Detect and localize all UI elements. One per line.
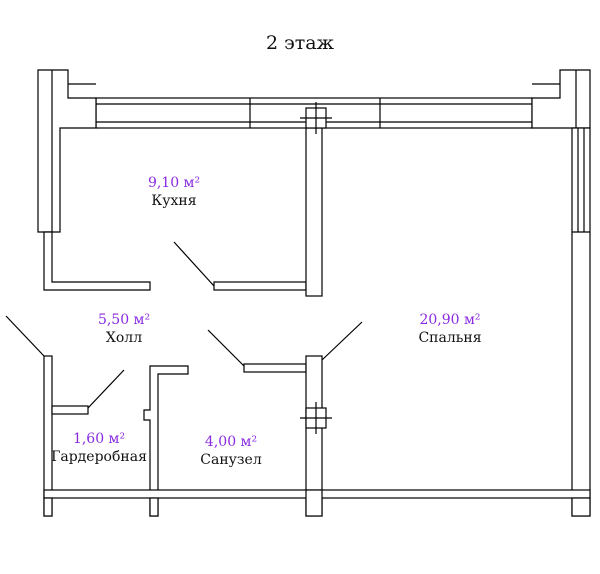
right-wall — [571, 127, 591, 517]
room-kitchen-area: 9,10 м² — [147, 175, 201, 191]
room-bedroom-name: Спальня — [418, 330, 482, 346]
bottom-wall — [43, 489, 591, 517]
room-hall-area: 5,50 м² — [97, 312, 151, 328]
room-bedroom-area: 20,90 м² — [419, 312, 481, 328]
vent-symbol-bottom — [300, 402, 332, 434]
room-kitchen-label: 9,10 м² Кухня — [148, 174, 200, 210]
room-hall-name: Холл — [105, 330, 143, 346]
room-hall-label: 5,50 м² Холл — [98, 311, 150, 347]
vent-symbol-top — [300, 102, 332, 134]
kitchen-bedroom-partition — [305, 127, 323, 297]
bathroom-walls — [207, 321, 363, 517]
kitchen-lower-walls — [43, 231, 307, 291]
room-wardrobe-name: Гардеробная — [51, 449, 147, 465]
room-bathroom-name: Санузел — [200, 452, 262, 468]
room-bedroom-label: 20,90 м² Спальня — [418, 311, 481, 347]
room-wardrobe-area: 1,60 м² — [72, 431, 126, 447]
floor-title: 2 этаж — [265, 32, 335, 54]
room-bathroom-label: 4,00 м² Санузел — [200, 433, 261, 469]
wardrobe-walls — [5, 315, 189, 517]
right-top-corner-wall — [531, 69, 591, 129]
room-wardrobe-label: 1,60 м² Гардеробная — [51, 430, 147, 466]
left-top-corner-wall — [37, 69, 97, 233]
room-bathroom-area: 4,00 м² — [204, 434, 258, 450]
room-kitchen-name: Кухня — [151, 193, 197, 209]
